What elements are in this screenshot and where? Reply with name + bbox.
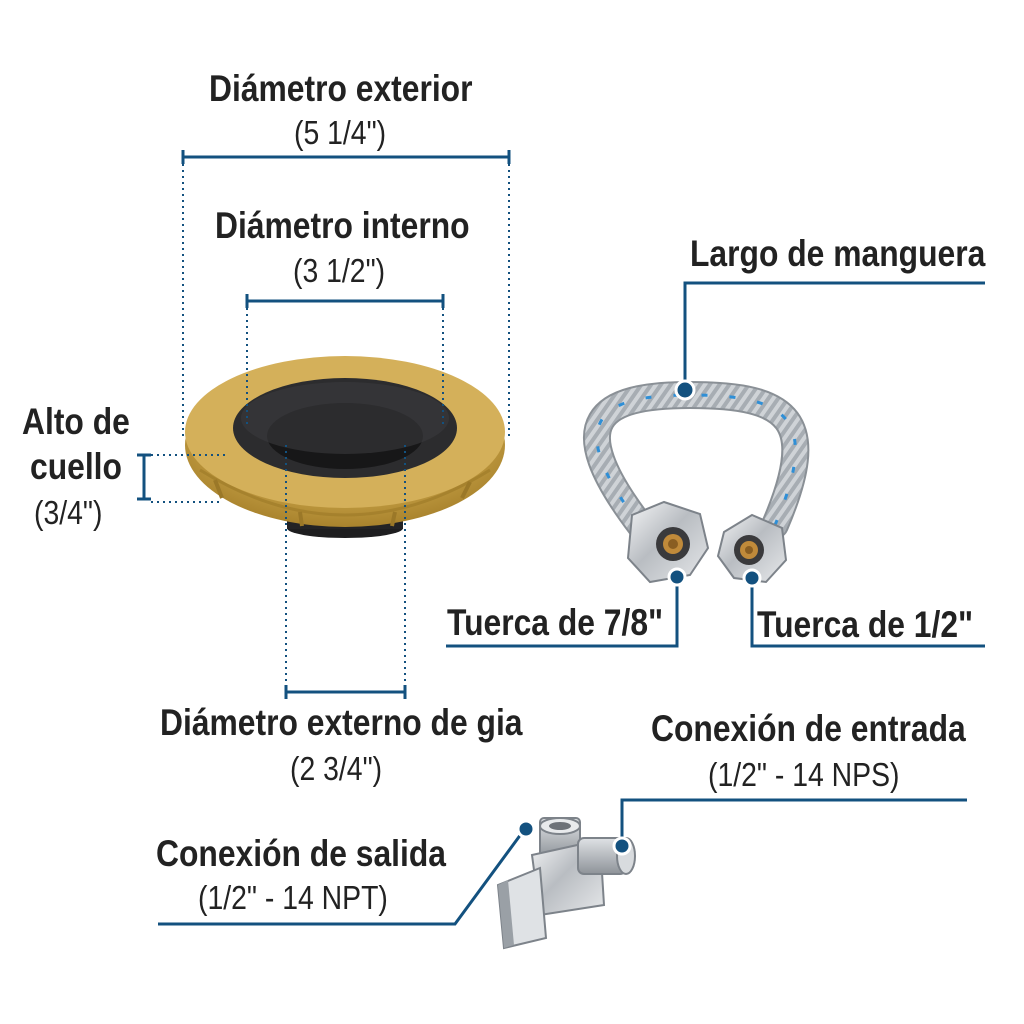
outlet-connection-title: Conexión de salida [156,833,446,874]
neck-height-value: (3/4") [34,494,103,531]
wax-ring-dimension-lines [137,150,511,699]
small-nut-image [716,513,788,584]
guide-outer-diameter-value: (2 3/4") [290,750,383,787]
small-nut-title: Tuerca de 1/2" [757,604,974,645]
inlet-connection-value: (1/2" - 14 NPS) [708,756,900,793]
large-nut-image [626,500,710,584]
hose-length-title: Largo de manguera [690,233,986,274]
outer-diameter-title: Diámetro exterior [209,68,473,109]
neck-height-title-line2: cuello [30,446,122,487]
outlet-connection-value: (1/2" - 14 NPT) [198,879,388,916]
neck-height-title-line1: Alto de [22,401,130,442]
outer-diameter-value: (5 1/4") [294,114,387,151]
inlet-connection-title: Conexión de entrada [651,708,966,749]
braided-hose-image [583,380,810,584]
large-nut-title: Tuerca de 7/8" [447,602,664,643]
inner-diameter-value: (3 1/2") [293,252,386,289]
hose-leader-lines [446,281,985,648]
wax-ring-image [185,356,505,538]
inner-diameter-title: Diámetro interno [215,205,470,246]
angle-valve-image [496,817,636,950]
guide-outer-diameter-title: Diámetro externo de gia [160,702,523,743]
valve-leader-lines [158,798,967,926]
